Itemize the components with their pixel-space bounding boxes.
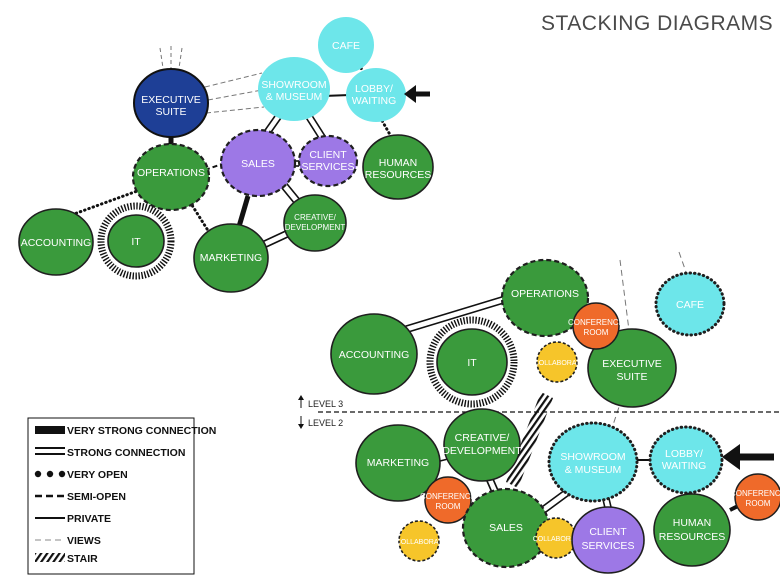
svg-text:& MUSEUM: & MUSEUM: [266, 91, 323, 103]
top-bubble-showroom: SHOWROOM & MUSEUM: [258, 57, 330, 121]
svg-text:OPERATIONS: OPERATIONS: [137, 167, 205, 179]
svg-text:CLIENT: CLIENT: [589, 526, 627, 538]
top-bubble-cafe: CAFE: [318, 17, 374, 73]
svg-text:WAITING: WAITING: [352, 95, 397, 107]
svg-text:& MUSEUM: & MUSEUM: [565, 464, 622, 476]
svg-text:LOBBY/: LOBBY/: [665, 448, 703, 460]
level-2-label: LEVEL 2: [308, 418, 343, 428]
stack-bubble-lobby: LOBBY/ WAITING: [648, 425, 724, 495]
svg-text:COLLABORAT: COLLABORAT: [533, 536, 580, 543]
legend-very-strong-swatch: [35, 426, 65, 434]
svg-text:IT: IT: [131, 236, 141, 248]
svg-text:DEVELOPMENT: DEVELOPMENT: [442, 445, 522, 457]
stack-bubble-cafe: CAFE: [654, 271, 726, 337]
top-bubble-operations: OPERATIONS: [131, 142, 211, 212]
svg-text:CREATIVE/: CREATIVE/: [455, 432, 510, 444]
top-bubble-accounting: ACCOUNTING: [18, 208, 94, 276]
stack-bubble-showroom: SHOWROOM & MUSEUM: [547, 421, 639, 503]
svg-text:COLLABORAT: COLLABORAT: [534, 360, 581, 367]
top-bubble-creative: CREATIVE/ DEVELOPMENT: [283, 194, 347, 252]
svg-text:SALES: SALES: [489, 522, 523, 534]
svg-text:CONFERENCE: CONFERENCE: [568, 318, 624, 327]
svg-text:CAFE: CAFE: [332, 40, 360, 52]
stack-bubble-conference-2: CONFERENCE ROOM: [420, 476, 476, 524]
svg-text:OPERATIONS: OPERATIONS: [511, 288, 579, 300]
legend-very-strong: VERY STRONG CONNECTION: [67, 425, 216, 437]
legend-stair: STAIR: [67, 553, 98, 565]
top-bubble-lobby: LOBBY/ WAITING: [346, 68, 406, 122]
legend-private: PRIVATE: [67, 513, 111, 525]
svg-text:HUMAN: HUMAN: [673, 517, 712, 529]
svg-text:CLIENT: CLIENT: [309, 149, 347, 161]
page-title: STACKING DIAGRAMS: [541, 12, 773, 35]
top-bubble-human: HUMAN RESOURCES: [362, 134, 434, 200]
stack-bubble-accounting: ACCOUNTING: [330, 313, 418, 395]
svg-text:RESOURCES: RESOURCES: [659, 531, 726, 543]
legend-strong: STRONG CONNECTION: [67, 447, 185, 459]
legend-views: VIEWS: [67, 535, 101, 547]
stack-bubble-collaborate-2: COLLABORAT: [396, 520, 443, 562]
stack-bubble-client: CLIENT SERVICES: [571, 506, 645, 574]
svg-text:WAITING: WAITING: [662, 460, 707, 472]
svg-text:ACCOUNTING: ACCOUNTING: [21, 237, 92, 249]
stack-entry-arrow: [722, 444, 774, 470]
stack-bubble-executive: EXECUTIVE SUITE: [587, 328, 677, 408]
stack-bubble-collaborate: COLLABORAT: [534, 341, 581, 383]
svg-text:IT: IT: [467, 357, 477, 369]
svg-text:HUMAN: HUMAN: [379, 157, 418, 169]
svg-text:CONFERENCE: CONFERENCE: [730, 489, 780, 498]
svg-text:SALES: SALES: [241, 158, 275, 170]
svg-text:MARKETING: MARKETING: [200, 252, 262, 264]
top-bubble-client: CLIENT SERVICES: [297, 134, 359, 188]
svg-text:RESOURCES: RESOURCES: [365, 169, 432, 181]
level-3-label: LEVEL 3: [308, 399, 343, 409]
stack-bubble-it: IT: [426, 316, 518, 408]
stack-bubble-conference: CONFERENCE ROOM: [568, 302, 624, 350]
stack-bubble-marketing: MARKETING: [355, 424, 441, 502]
svg-text:COLLABORAT: COLLABORAT: [396, 539, 443, 546]
svg-text:SERVICES: SERVICES: [302, 161, 355, 173]
svg-text:SHOWROOM: SHOWROOM: [560, 451, 625, 463]
svg-text:ACCOUNTING: ACCOUNTING: [339, 349, 410, 361]
svg-text:EXECUTIVE: EXECUTIVE: [141, 94, 201, 106]
svg-text:CONFERENCE: CONFERENCE: [420, 492, 476, 501]
legend: VERY STRONG CONNECTION STRONG CONNECTION…: [27, 417, 216, 575]
top-bubble-sales: SALES: [219, 128, 297, 198]
stack-bubble-creative: CREATIVE/ DEVELOPMENT: [442, 408, 522, 482]
svg-text:MARKETING: MARKETING: [367, 457, 429, 469]
svg-text:CAFE: CAFE: [676, 299, 704, 311]
top-bubble-marketing: MARKETING: [193, 223, 269, 293]
stack-bubble-sales: SALES: [461, 487, 551, 569]
svg-text:CREATIVE/: CREATIVE/: [294, 213, 336, 222]
legend-semi-open: SEMI-OPEN: [67, 491, 126, 503]
top-bubble-executive: EXECUTIVE SUITE: [133, 68, 209, 138]
stack-bubble-conference-3: CONFERENCE ROOM: [730, 473, 780, 521]
top-entry-arrow: [404, 85, 430, 103]
stack-bubble-human: HUMAN RESOURCES: [653, 493, 731, 567]
svg-text:SUITE: SUITE: [617, 371, 648, 383]
svg-text:EXECUTIVE: EXECUTIVE: [602, 358, 662, 370]
svg-text:ROOM: ROOM: [584, 328, 609, 337]
level-divider: LEVEL 3 LEVEL 2: [298, 395, 780, 429]
legend-very-open: VERY OPEN: [67, 469, 128, 481]
svg-text:ROOM: ROOM: [436, 502, 461, 511]
svg-text:SHOWROOM: SHOWROOM: [261, 79, 326, 91]
svg-text:LOBBY/: LOBBY/: [355, 83, 393, 95]
svg-text:ROOM: ROOM: [746, 499, 771, 508]
svg-text:SERVICES: SERVICES: [582, 540, 635, 552]
svg-text:DEVELOPMENT: DEVELOPMENT: [285, 223, 346, 232]
svg-text:SUITE: SUITE: [156, 106, 187, 118]
stair: [506, 392, 553, 488]
top-bubble-it: IT: [97, 202, 175, 280]
stack-bubble-operations: OPERATIONS: [500, 258, 590, 338]
